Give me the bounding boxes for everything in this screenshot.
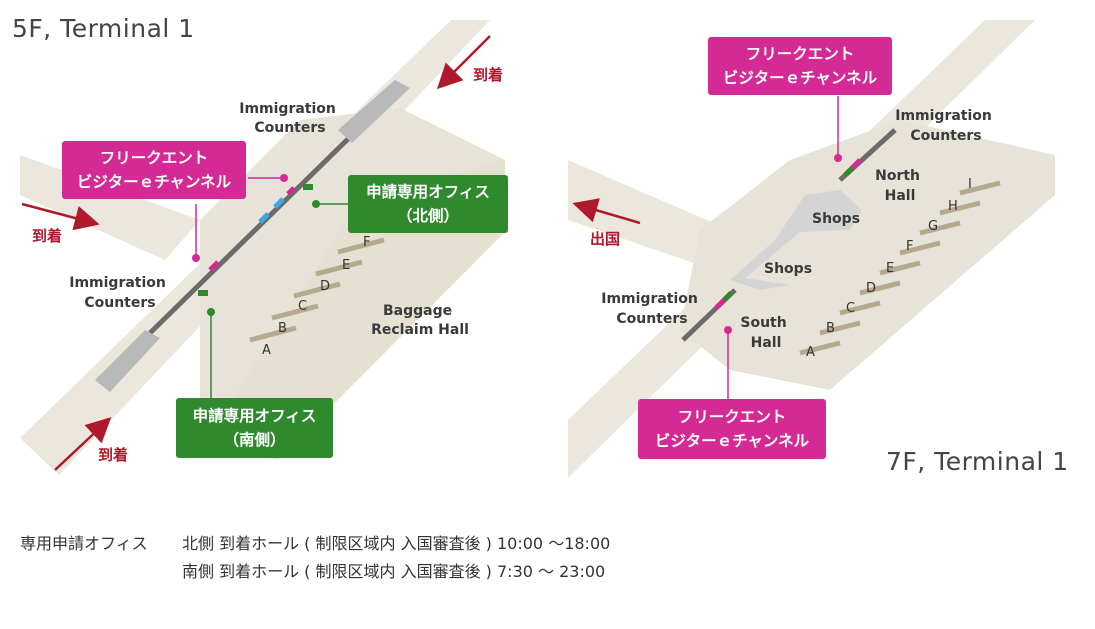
footer-south-hours: 南側 到着ホール ( 制限区域内 入国審査後 ) 7:30 ～ 23:00 xyxy=(182,562,606,581)
gate-7f-g: G xyxy=(928,219,938,234)
callout-5f-office-north-l1: 申請専用オフィス xyxy=(366,183,490,201)
gate-7f-h: H xyxy=(948,199,958,214)
echannel-mark-5f-3 xyxy=(208,260,220,272)
callout-7f-freequent-bottom: フリークエント ビジターｅチャンネル xyxy=(638,399,826,459)
callout-7f-freequent-top-l1: フリークエント xyxy=(745,45,855,63)
left-corridor-7f xyxy=(568,160,730,265)
leader-5f-green-s-dot xyxy=(207,308,215,316)
callout-5f-office-south-l2: （南側） xyxy=(223,431,286,449)
callout-5f-freequent-l2: ビジターｅチャンネル xyxy=(76,173,232,191)
callout-5f-office-south-l1: 申請専用オフィス xyxy=(192,407,317,425)
baggage-floor-5f xyxy=(220,160,505,460)
gate-7f-a: A xyxy=(806,345,815,360)
booth-bottom-5f xyxy=(95,330,160,392)
hall-floor-7f xyxy=(680,120,1055,390)
leader-7f-bottom-dot xyxy=(724,326,732,334)
label-7f-north-hall: North Hall xyxy=(875,168,925,204)
echannel-mark-5f-4 xyxy=(286,186,296,196)
gate-5f-a: A xyxy=(262,343,271,358)
floor-5f-title: 5F, Terminal 1 xyxy=(12,14,195,43)
gate-5f-c: C xyxy=(298,299,307,314)
echannel-mark-7f-2 xyxy=(843,166,854,177)
shops-area-7f xyxy=(730,190,862,290)
gate-7f-d: D xyxy=(866,281,876,296)
callout-5f-office-north-l2: （北側） xyxy=(396,207,459,225)
counter-line-5f xyxy=(148,135,352,335)
floor-7f-title: 7F, Terminal 1 xyxy=(886,447,1069,476)
label-5f-immigration-top: Immigration Counters xyxy=(239,101,341,136)
label-7f-shops-1: Shops xyxy=(812,211,860,227)
footer-north-hours: 北側 到着ホール ( 制限区域内 入国審査後 ) 10:00 ～18:00 xyxy=(182,534,611,553)
gate-7f-b: B xyxy=(826,321,835,336)
echannel-mark-7f-1 xyxy=(850,158,862,170)
leader-5f-pink-2-dot xyxy=(192,254,200,262)
gate-7f-f: F xyxy=(906,239,913,254)
callout-5f-office-north: 申請専用オフィス （北側） xyxy=(348,175,508,233)
callout-5f-freequent-l1: フリークエント xyxy=(99,149,209,167)
office-south-mark xyxy=(198,290,208,296)
label-7f-immigration-left: Immigration Counters xyxy=(601,291,703,327)
label-5f-baggage: Baggage Reclaim Hall xyxy=(371,303,469,338)
arrow-7f-departure-label: 出国 xyxy=(590,230,620,248)
footer-heading: 専用申請オフィス xyxy=(20,534,148,553)
booth-top-5f xyxy=(338,80,410,143)
arrow-5f-bottom xyxy=(54,417,112,471)
arrow-5f-left-label: 到着 xyxy=(32,227,62,245)
arrow-5f-left xyxy=(21,202,100,231)
gate-5f-f: F xyxy=(363,235,370,250)
gate-5f-b: B xyxy=(278,321,287,336)
gate-5f-e: E xyxy=(342,258,350,273)
callout-7f-freequent-top: フリークエント ビジターｅチャンネル xyxy=(708,37,892,95)
echannel-mark-5f-1 xyxy=(258,212,270,224)
label-5f-immigration-left: Immigration Counters xyxy=(69,275,171,311)
arrow-5f-top xyxy=(436,35,491,90)
callout-7f-freequent-bottom-l1: フリークエント xyxy=(677,408,787,426)
leader-5f-pink-1-dot xyxy=(280,174,288,182)
office-north-mark xyxy=(303,184,313,190)
callout-7f-freequent-top-l2: ビジターｅチャンネル xyxy=(722,69,878,87)
arrow-7f-departure xyxy=(572,198,641,225)
echannel-mark-5f-2 xyxy=(273,197,285,209)
echannel-mark-7f-4 xyxy=(722,291,733,302)
callout-5f-freequent: フリークエント ビジターｅチャンネル xyxy=(62,141,246,199)
arrow-5f-bottom-label: 到着 xyxy=(98,446,128,464)
gate-7f-c: C xyxy=(846,301,855,316)
map-7f: A B C D E F G H I Immigration Counters I… xyxy=(568,20,1055,478)
gate-bars-7f xyxy=(799,180,1001,356)
gate-5f-d: D xyxy=(320,279,330,294)
label-7f-south-hall: South Hall xyxy=(740,315,791,351)
leader-5f-green-n-dot xyxy=(312,200,320,208)
label-7f-immigration-top: Immigration Counters xyxy=(895,108,997,144)
gate-7f-e: E xyxy=(886,261,894,276)
callout-5f-office-south: 申請専用オフィス （南側） xyxy=(176,398,333,458)
label-7f-shops-2: Shops xyxy=(764,261,812,277)
echannel-mark-7f-3 xyxy=(714,298,726,310)
leader-7f-top-dot xyxy=(834,154,842,162)
arrow-5f-top-label: 到着 xyxy=(473,66,503,84)
gate-7f-i: I xyxy=(968,177,972,192)
callout-7f-freequent-bottom-l2: ビジターｅチャンネル xyxy=(654,432,810,450)
